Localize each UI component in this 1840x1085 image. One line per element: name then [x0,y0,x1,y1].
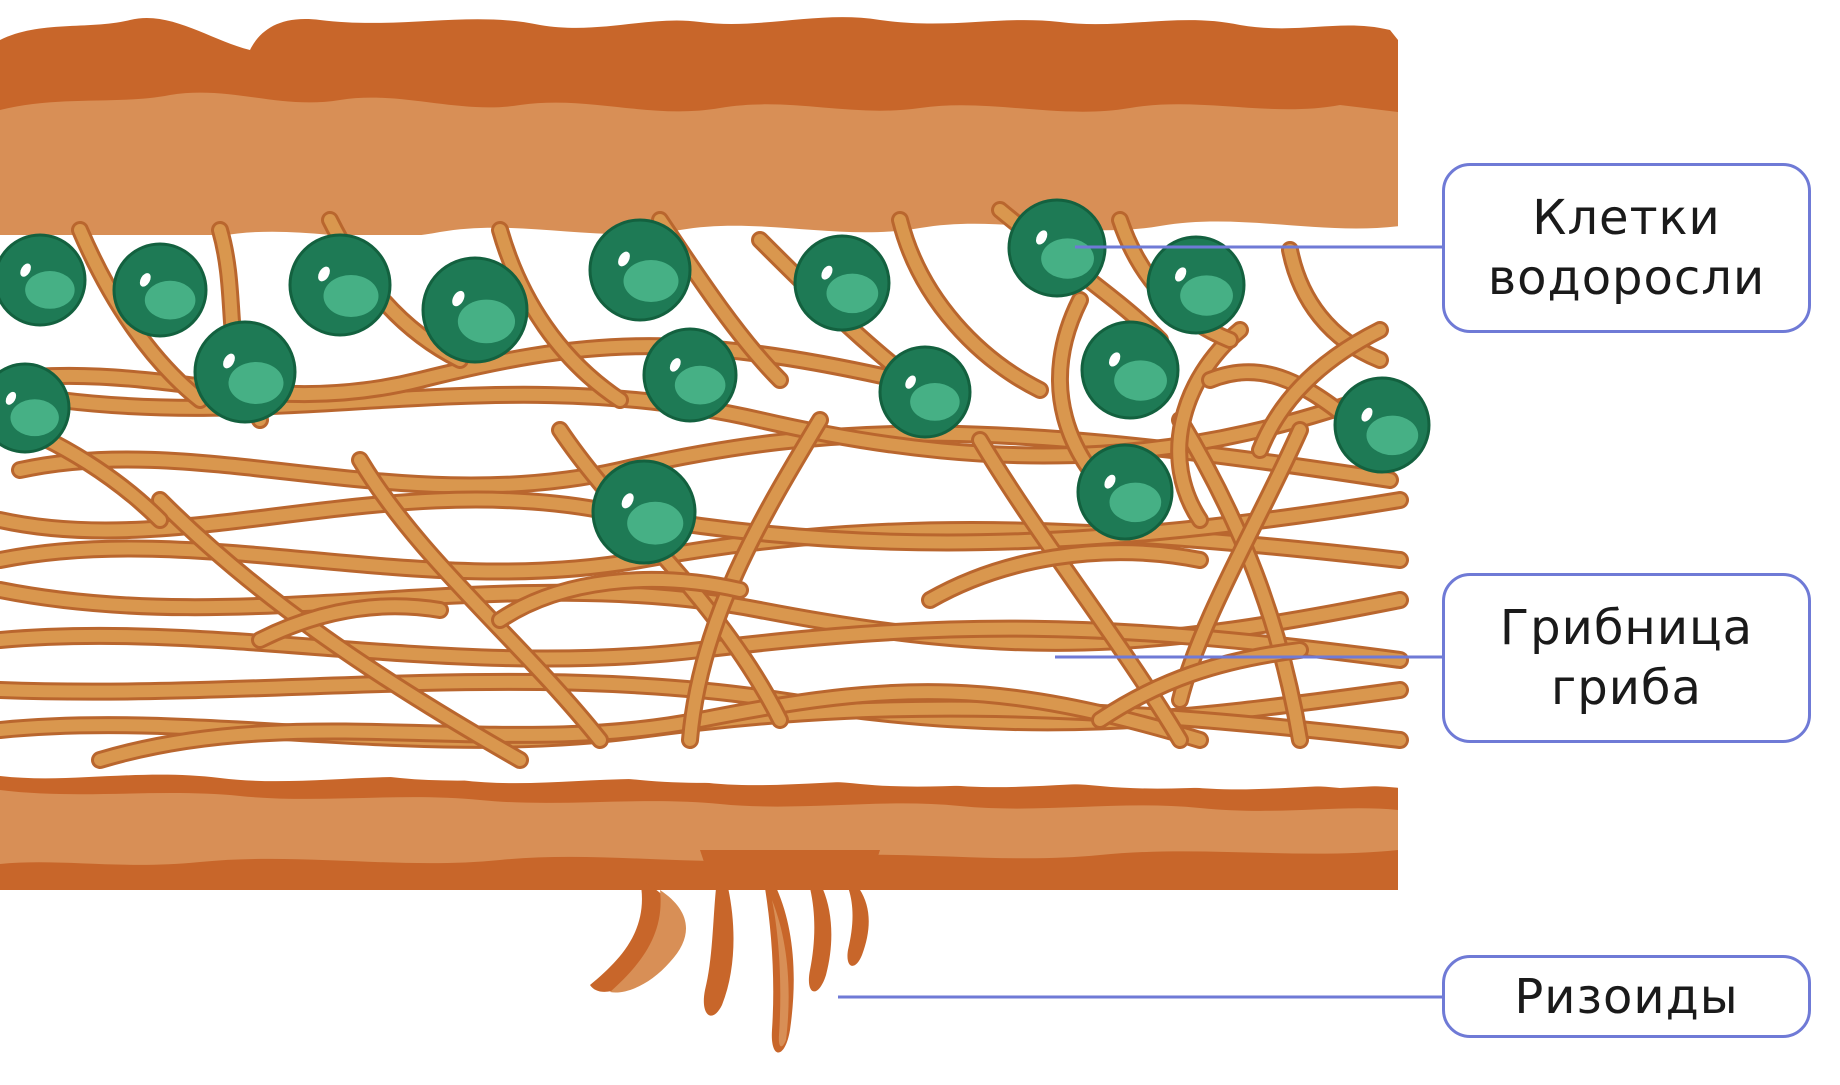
label-fungal-mycelium: Грибница гриба [1442,573,1811,743]
algae-cell [793,234,891,332]
algae-cell [878,345,972,439]
rhizoid-2 [703,860,734,1016]
hypha [684,414,826,746]
lower-cortex-edge [0,750,1400,790]
hypha [1094,644,1306,726]
label-algae-cells: Клетки водоросли [1442,163,1811,333]
hypha [974,434,1186,746]
algae-cell [193,320,297,424]
label-fungus-line2: гриба [1551,660,1702,716]
algae-cell [588,218,692,322]
hypha [1204,366,1356,426]
hypha [154,494,526,766]
hypha [1174,414,1306,746]
hypha [494,574,746,626]
pointer-lines [838,245,1442,999]
hypha [254,600,446,646]
algae-cell [1080,320,1180,420]
algae-cells [0,198,1431,565]
algae-cell [421,256,529,364]
algae-cell [0,233,87,327]
lower-cortex [0,750,1400,890]
algae-cell [1333,376,1431,474]
algae-cell [1076,443,1174,541]
rhizoid-1-highlight [610,890,687,993]
algae-cell [0,362,71,454]
algae-cell [1146,235,1246,335]
rhizoid-3-highlight [772,900,789,1047]
hypha [494,224,626,406]
rhizoids [590,850,880,1053]
rhizoid-base [700,850,880,880]
hypha [1284,244,1386,366]
label-algae-line1: Клетки [1532,190,1721,246]
rhizoid-5 [840,870,869,966]
hypha [554,424,786,726]
hypha [354,454,606,746]
label-rhizoids: Ризоиды [1442,955,1811,1038]
label-algae-line2: водоросли [1487,250,1766,306]
hypha [1254,324,1386,456]
algae-cell [642,327,738,423]
upper-cortex-inner [0,92,1398,236]
algae-cell [591,459,697,565]
upper-cortex [0,17,1400,260]
hypha [924,546,1206,606]
algae-cell [288,233,392,337]
hypha [1173,324,1246,526]
rhizoid-4 [800,860,832,992]
hypha [894,214,1046,396]
algae-cell [112,242,208,338]
label-rhizoids-line1: Ризоиды [1514,968,1739,1025]
label-fungus-line1: Грибница [1499,600,1754,656]
lower-cortex-inner [0,790,1398,865]
